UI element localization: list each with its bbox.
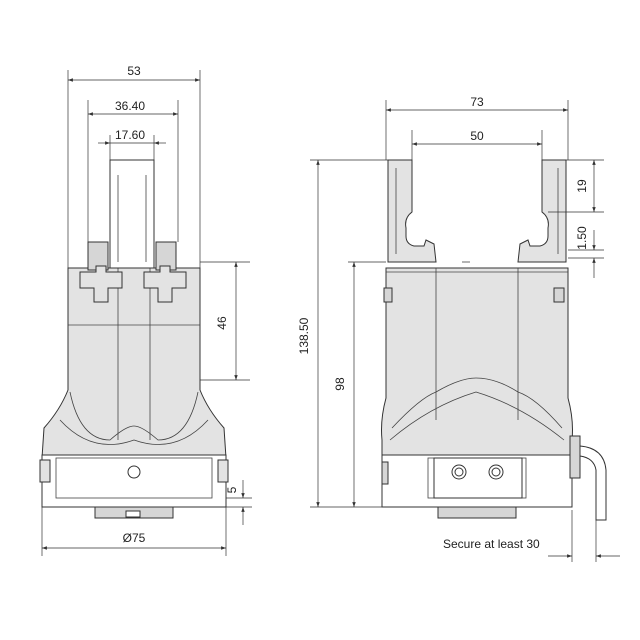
dim-19: 19 (575, 179, 589, 193)
front-view: 53 36.40 17.60 46 5 Ø75 (39, 64, 252, 556)
note-secure: Secure at least 30 (443, 537, 540, 551)
dim-1-50: 1.50 (575, 226, 589, 250)
front-base (41, 454, 227, 508)
side-mount-plate (437, 506, 517, 519)
dim-17-60: 17.60 (115, 128, 145, 142)
dim-98: 98 (333, 377, 347, 391)
front-jaw-right (143, 265, 187, 303)
dim-138-50: 138.50 (297, 317, 311, 354)
dim-36-40: 36.40 (115, 99, 145, 113)
side-port-block (433, 457, 523, 499)
side-jaw-right (517, 159, 567, 263)
dim-50: 50 (470, 129, 484, 143)
front-hole (127, 465, 141, 479)
dim-diameter-75: Ø75 (123, 531, 146, 545)
dim-53: 53 (127, 64, 141, 78)
front-finger (109, 159, 155, 269)
dim-5: 5 (225, 486, 239, 493)
side-view: 73 50 19 1.50 138.50 98 Secure at least … (297, 95, 620, 562)
front-jaw-left (79, 265, 123, 303)
dim-73: 73 (470, 95, 484, 109)
side-jaw-left (387, 159, 437, 263)
side-housing (381, 267, 573, 459)
dim-46: 46 (215, 316, 229, 330)
cable-connector (579, 445, 607, 521)
